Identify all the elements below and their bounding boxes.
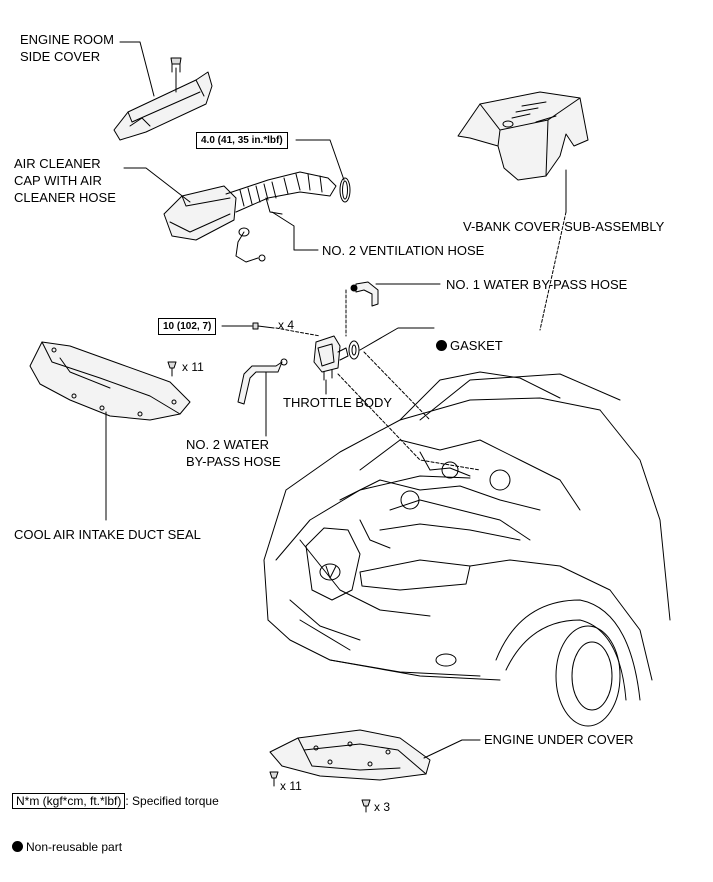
label-air-cleaner-cap: AIR CLEANER CAP WITH AIR CLEANER HOSE	[14, 156, 116, 205]
label-throttle-body: THROTTLE BODY	[283, 395, 393, 410]
label-cool-air-intake-duct-seal: COOL AIR INTAKE DUCT SEAL	[14, 527, 201, 542]
cool-air-intake-duct-seal-drawing	[29, 341, 191, 421]
legend-torque-text: : Specified torque	[125, 794, 219, 808]
label-v-bank-cover: V-BANK COVER SUB-ASSEMBLY	[463, 219, 665, 234]
leader-no2-ventilation-hose	[271, 211, 319, 251]
dashed-gasket-to-engine	[363, 351, 431, 421]
no2-water-bypass-hose-drawing	[237, 358, 288, 405]
duct-seal-clip-drawing	[167, 361, 177, 377]
non-reusable-legend-icon	[12, 841, 23, 852]
non-reusable-marker-icon	[436, 340, 447, 351]
qty-throttle-bolts: x 4	[278, 318, 295, 332]
leader-bolt-to-throttle	[275, 327, 321, 337]
legend-non-reusable: Non-reusable part	[12, 840, 122, 855]
throttle-bolt-drawing	[252, 322, 275, 330]
hose-clamp-drawing	[339, 177, 351, 203]
leader-hose-clamp-torque	[295, 139, 345, 181]
label-engine-room-side-cover: ENGINE ROOM SIDE COVER	[20, 32, 114, 64]
under-cover-clip-drawing	[269, 771, 279, 787]
legend-non-reusable-text: Non-reusable part	[26, 840, 123, 854]
engine-room-side-cover-drawing	[113, 57, 213, 141]
qty-under-cover-clips: x 11	[280, 779, 302, 793]
qty-under-cover-bolts: x 3	[374, 800, 391, 814]
label-engine-under-cover: ENGINE UNDER COVER	[484, 732, 634, 747]
under-cover-bolt-drawing	[361, 799, 371, 813]
leader-gasket	[359, 327, 435, 351]
air-cleaner-cap-drawing	[163, 171, 337, 263]
dashed-v-bank-to-engine	[539, 211, 567, 331]
legend-torque: N*m (kgf*cm, ft.*lbf): Specified torque	[12, 793, 219, 809]
car-front-drawing	[263, 371, 671, 727]
torque-spec-throttle-bolts: 10 (102, 7)	[158, 318, 217, 335]
qty-duct-seal-clips: x 11	[182, 360, 204, 374]
dashed-throttle-to-engine	[337, 373, 481, 471]
legend-torque-unit: N*m (kgf*cm, ft.*lbf)	[12, 793, 126, 809]
gasket-drawing	[348, 340, 360, 360]
leader-engine-under-cover	[423, 739, 481, 759]
label-gasket-text: GASKET	[450, 338, 503, 353]
label-no1-water-bypass-hose: NO. 1 WATER BY-PASS HOSE	[446, 277, 628, 292]
throttle-body-drawing	[313, 335, 349, 381]
label-no2-water-bypass-hose: NO. 2 WATER BY-PASS HOSE	[186, 437, 281, 469]
v-bank-cover-drawing	[457, 91, 589, 181]
label-no2-ventilation-hose: NO. 2 VENTILATION HOSE	[322, 243, 485, 258]
leader-air-cleaner-cap	[123, 167, 191, 203]
leader-engine-room-side-cover	[119, 41, 155, 97]
no1-water-bypass-hose-drawing	[350, 281, 379, 307]
engine-under-cover-drawing	[269, 729, 431, 781]
label-gasket: GASKET	[436, 320, 503, 354]
torque-spec-hose-clamp: 4.0 (41, 35 in.*lbf)	[196, 132, 288, 149]
